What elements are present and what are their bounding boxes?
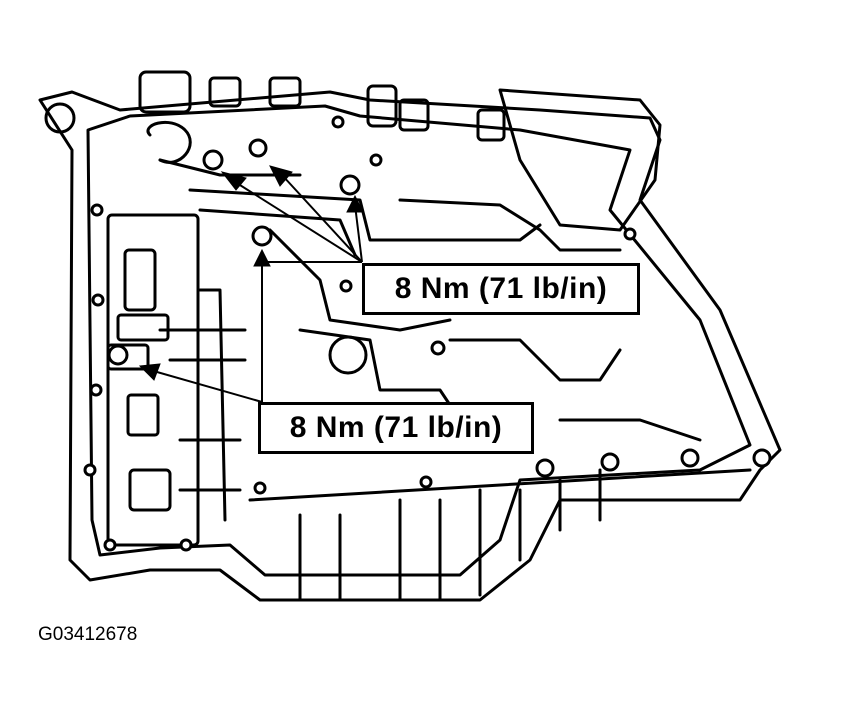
channel-3 — [268, 228, 452, 332]
leader-line-1b — [281, 174, 363, 263]
solenoid-2 — [116, 313, 170, 342]
gasket-inner-outline — [86, 104, 752, 577]
case-flange-outline — [38, 90, 782, 602]
channel-7 — [558, 418, 702, 442]
arrowhead-1 — [220, 171, 247, 191]
upper-boss-3 — [366, 84, 398, 128]
solenoid-5 — [128, 468, 172, 512]
right-housing — [498, 88, 662, 232]
oil-pan-ribs — [298, 468, 602, 602]
leader-line-2b — [149, 369, 263, 403]
arrowhead-2 — [269, 165, 293, 187]
upper-boss-1 — [208, 76, 242, 108]
solenoid-pack — [106, 213, 200, 547]
leader-line-1a — [231, 179, 363, 263]
bolt-2 — [248, 138, 268, 158]
upper-boss-5 — [476, 108, 506, 142]
leader-line-1c — [354, 204, 363, 263]
center-bore — [328, 335, 368, 375]
bolt-5 — [107, 344, 129, 366]
channel-6 — [448, 338, 622, 382]
upper-boss-4 — [398, 98, 430, 132]
mounting-ear-hole — [44, 102, 76, 134]
arrowhead-4 — [253, 248, 271, 267]
channel-2 — [198, 208, 357, 257]
torque-callout-upper-label: 8 Nm (71 lb/in) — [394, 272, 608, 305]
channel-5 — [398, 198, 622, 252]
torque-callout-lower-label: 8 Nm (71 lb/in) — [289, 411, 503, 444]
bolt-3 — [339, 174, 361, 196]
arrowhead-5 — [138, 363, 161, 381]
arrowhead-3 — [346, 194, 364, 213]
torque-callout-upper: 8 Nm (71 lb/in) — [362, 263, 640, 315]
bolt-4 — [251, 225, 273, 247]
channel-1 — [188, 188, 542, 242]
solenoid-4 — [126, 393, 160, 437]
solenoid-1 — [123, 248, 157, 312]
figure-id: G03412678 — [38, 624, 138, 645]
bolt-1 — [202, 149, 224, 171]
upper-boss-2 — [268, 76, 302, 108]
upper-solenoid — [138, 70, 192, 114]
torque-callout-lower: 8 Nm (71 lb/in) — [258, 402, 534, 454]
coil-clip — [146, 120, 192, 164]
